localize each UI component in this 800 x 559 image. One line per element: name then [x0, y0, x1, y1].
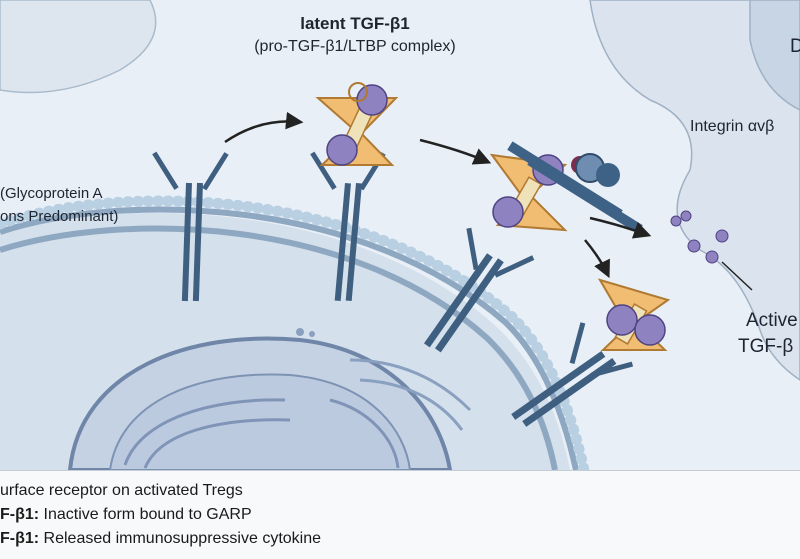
er-cisterna-2: [143, 418, 291, 469]
arrow-to-integrin: [419, 138, 492, 165]
er-cisterna-5: [359, 378, 464, 431]
garp-receptor: [310, 151, 386, 302]
garp-label-line2: ons Predominant): [0, 208, 119, 225]
legend-item: F-β1: Inactive form bound to GARP: [0, 506, 252, 524]
legend-item: urface receptor on activated Tregs: [0, 482, 243, 500]
vesicle: [309, 331, 315, 337]
er-cisterna-4: [349, 358, 472, 412]
active-label-leader: [721, 261, 753, 291]
active-tgf-label-line2: TGF-β: [738, 336, 794, 357]
legend-panel: urface receptor on activated Tregs F-β1:…: [0, 470, 800, 559]
garp-label-line1: (Glycoprotein A: [0, 185, 103, 202]
latent-tgf-complex: [315, 82, 399, 166]
integrin-receptor: [507, 141, 643, 234]
er-cisterna-3: [329, 398, 400, 469]
active-tgf-label-line1: Active: [746, 310, 798, 331]
latent-tgf-subtitle: (pro-TGF-β1/LTBP complex): [254, 38, 456, 55]
legend-text: Inactive form bound to GARP: [39, 506, 252, 523]
active-tgf-molecule: [670, 210, 729, 264]
membrane-heads: [0, 195, 590, 476]
cell-d-label: D: [790, 36, 800, 57]
garp-receptor: [511, 322, 634, 427]
vesicle: [296, 328, 304, 336]
arrow-binding: [224, 111, 304, 144]
integrin-label: Integrin αvβ: [690, 118, 775, 135]
garp-receptor: [152, 151, 229, 302]
legend-text: urface receptor on activated Tregs: [0, 482, 243, 499]
latent-tgf-complex: [597, 278, 671, 351]
legend-term: F-β1:: [0, 506, 40, 523]
er-cisterna-1: [123, 398, 286, 466]
arrow-down: [584, 239, 610, 279]
legend-term: F-β1:: [0, 530, 40, 547]
latent-tgf-title: latent TGF-β1: [300, 14, 410, 33]
neighbor-cell-left: [0, 0, 157, 94]
nucleus-inner: [108, 373, 412, 471]
legend-text: Released immunosuppressive cytokine: [39, 530, 322, 547]
legend-item: F-β1: Released immunosuppressive cytokin…: [0, 530, 321, 548]
arrow-release: [589, 216, 652, 239]
garp-receptor: [423, 227, 535, 353]
